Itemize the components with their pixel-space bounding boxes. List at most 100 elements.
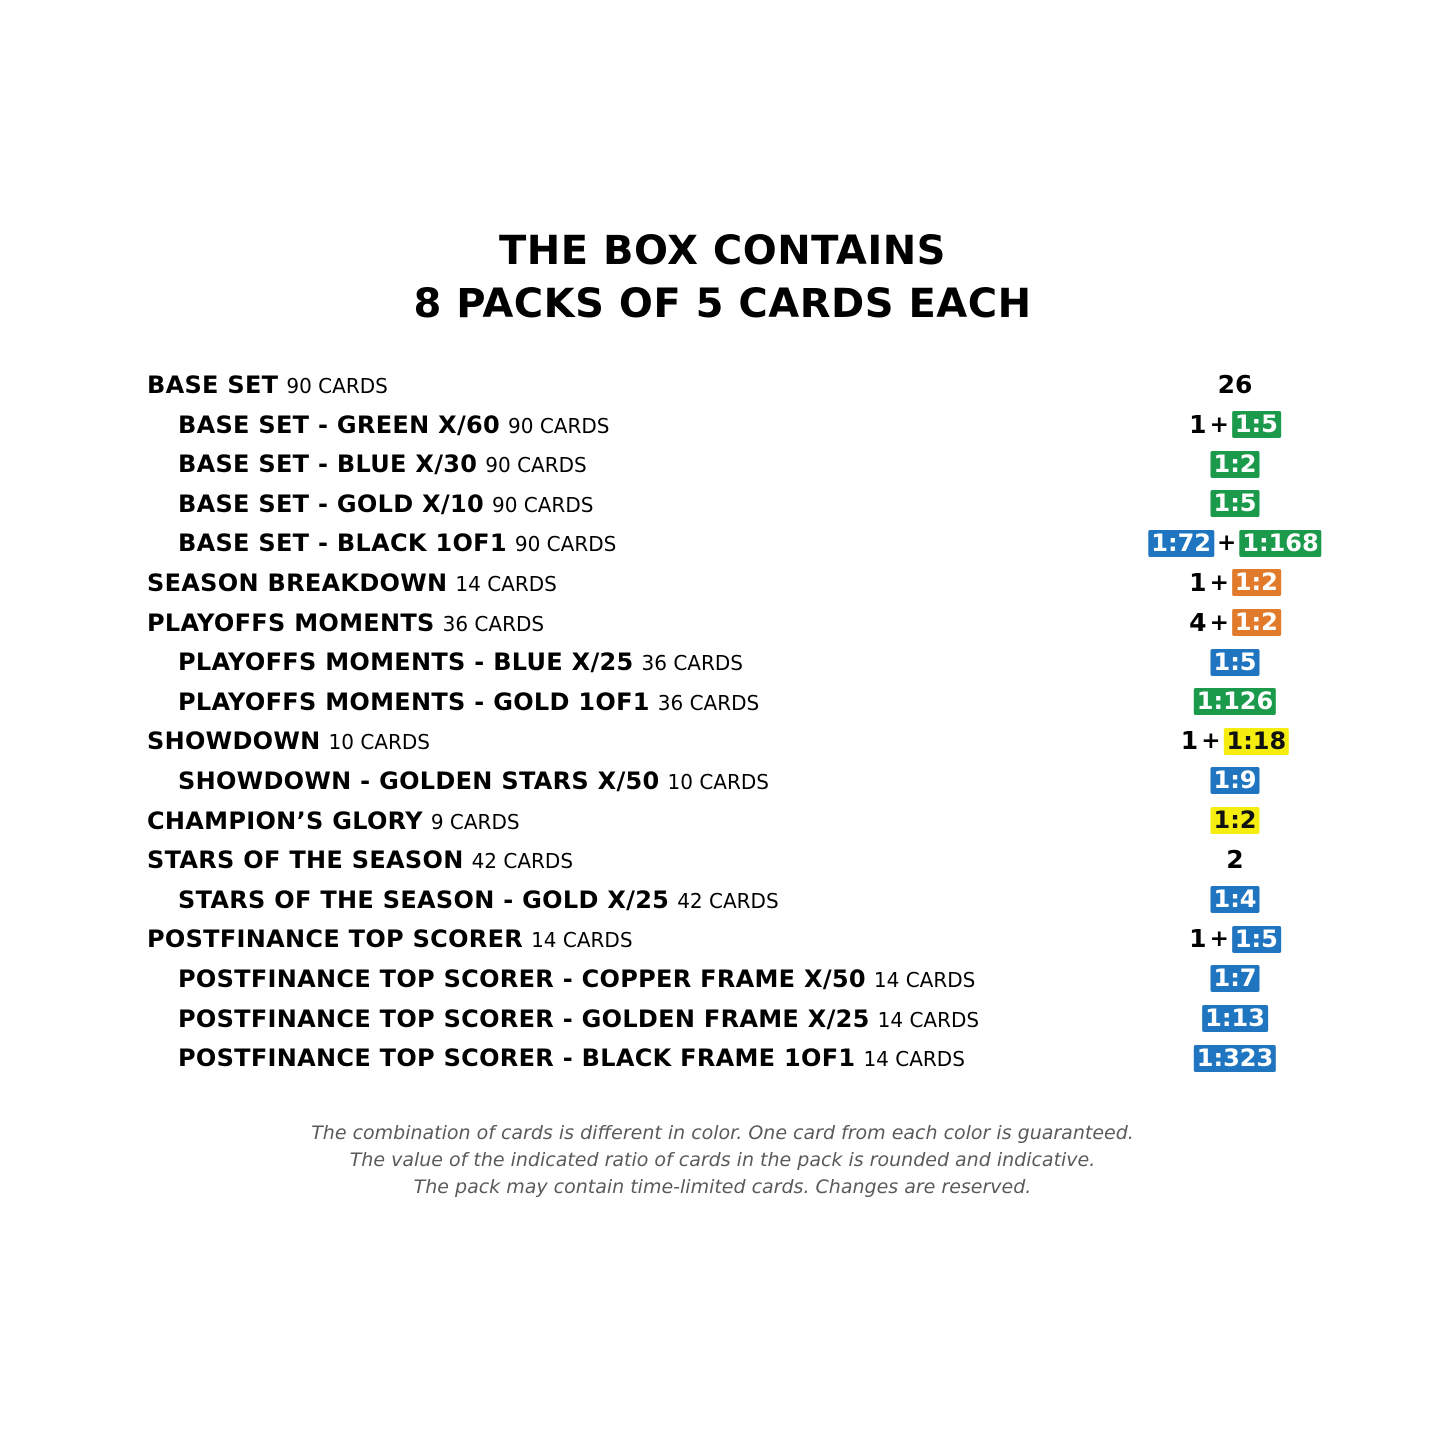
card-count: 14 CARDS [455, 571, 557, 596]
ratio-badge: 1:7 [1210, 965, 1260, 993]
set-title: POSTFINANCE TOP SCORER - BLACK FRAME 1OF… [178, 1044, 856, 1073]
card-count: 36 CARDS [641, 651, 743, 676]
card-row: CHAMPION’S GLORY 9 CARDS 1:2 [0, 802, 1445, 842]
card-row: BASE SET 90 CARDS 26 [0, 366, 1445, 406]
pull-ratio: 4+1:2 [1189, 608, 1281, 638]
pull-ratio: 1:2 [1210, 449, 1260, 479]
set-title: BASE SET - GREEN X/60 [178, 410, 501, 439]
card-count: 14 CARDS [873, 967, 976, 992]
pull-ratio: 1:2 [1210, 806, 1260, 836]
guaranteed-count: 1 [1180, 726, 1199, 756]
guaranteed-count: 1 [1189, 409, 1207, 439]
guaranteed-count: 26 [1217, 370, 1253, 399]
card-variant-name: PLAYOFFS MOMENTS - BLUE X/25 36 CARDS [178, 647, 743, 678]
set-title: POSTFINANCE TOP SCORER - COPPER FRAME X/… [178, 964, 866, 993]
card-set-name: CHAMPION’S GLORY 9 CARDS [147, 806, 520, 837]
guaranteed-count: 2 [1226, 845, 1244, 875]
ratio-badge: 1:18 [1223, 727, 1290, 755]
disclaimer-line-3: The pack may contain time-limited cards.… [413, 1176, 1032, 1198]
plus-sign: + [1217, 530, 1237, 557]
card-row: POSTFINANCE TOP SCORER - BLACK FRAME 1OF… [0, 1039, 1445, 1079]
card-count: 90 CARDS [485, 453, 587, 478]
ratio-badge: 1:13 [1202, 1005, 1268, 1032]
ratio-badge: 1:168 [1239, 529, 1322, 557]
set-title: BASE SET - BLUE X/30 [178, 450, 478, 479]
set-title: POSTFINANCE TOP SCORER - GOLDEN FRAME X/… [178, 1004, 870, 1033]
pull-ratio: 2 [1226, 845, 1243, 875]
card-variant-name: SHOWDOWN - GOLDEN STARS X/50 10 CARDS [178, 766, 769, 797]
guaranteed-count: 1 [1189, 924, 1207, 954]
set-title: BASE SET - GOLD X/10 [178, 489, 484, 518]
set-title: SHOWDOWN - GOLDEN STARS X/50 [178, 766, 660, 795]
title-line-2: 8 PACKS OF 5 CARDS EACH [413, 281, 1032, 327]
card-row: BASE SET - GREEN X/60 90 CARDS 1+1:5 [0, 406, 1445, 446]
card-row: STARS OF THE SEASON - GOLD X/25 42 CARDS 1… [0, 881, 1445, 921]
guaranteed-count: 4 [1189, 607, 1207, 637]
pull-ratio: 1+1:5 [1189, 924, 1281, 954]
pull-ratio: 1+1:5 [1189, 410, 1281, 440]
card-row: BASE SET - BLUE X/30 90 CARDS 1:2 [0, 445, 1445, 485]
ratio-badge: 1:2 [1231, 569, 1281, 597]
plus-sign: + [1201, 728, 1221, 755]
card-variant-name: POSTFINANCE TOP SCORER - BLACK FRAME 1OF… [178, 1043, 965, 1074]
ratio-badge: 1:323 [1193, 1044, 1277, 1072]
card-row: POSTFINANCE TOP SCORER - GOLDEN FRAME X/… [0, 1000, 1445, 1040]
card-row: POSTFINANCE TOP SCORER - COPPER FRAME X/… [0, 960, 1445, 1000]
disclaimer: The combination of cards is different in… [0, 1120, 1445, 1201]
title-line-1: THE BOX CONTAINS [499, 228, 946, 274]
pull-ratio: 1:323 [1193, 1043, 1277, 1073]
set-title: PLAYOFFS MOMENTS - BLUE X/25 [178, 648, 634, 677]
plus-sign: + [1209, 411, 1229, 438]
pull-ratio: 1+1:18 [1180, 726, 1290, 756]
card-variant-name: POSTFINANCE TOP SCORER - COPPER FRAME X/… [178, 964, 975, 995]
card-count: 10 CARDS [328, 730, 430, 755]
set-title: SEASON BREAKDOWN [147, 568, 448, 597]
card-variant-name: BASE SET - BLACK 1OF1 90 CARDS [178, 528, 616, 559]
card-row: SHOWDOWN - GOLDEN STARS X/50 10 CARDS 1:9 [0, 762, 1445, 802]
ratio-badge: 1:5 [1231, 925, 1281, 953]
card-count: 42 CARDS [677, 888, 779, 913]
guaranteed-count: 1 [1189, 567, 1207, 597]
ratio-badge: 1:2 [1210, 807, 1260, 835]
ratio-badge: 1:2 [1210, 450, 1260, 478]
ratio-badge: 1:126 [1193, 688, 1277, 716]
set-title: POSTFINANCE TOP SCORER [147, 925, 524, 954]
card-count: 9 CARDS [430, 809, 520, 834]
card-count: 14 CARDS [863, 1047, 965, 1072]
card-variant-name: POSTFINANCE TOP SCORER - GOLDEN FRAME X/… [178, 1004, 979, 1035]
ratio-badge: 1:2 [1231, 609, 1281, 637]
ratio-badge: 1:9 [1210, 767, 1260, 795]
plus-sign: + [1209, 609, 1229, 636]
plus-sign: + [1209, 569, 1229, 596]
card-count: 14 CARDS [877, 1007, 980, 1032]
pull-ratio: 1:4 [1210, 885, 1260, 915]
set-title: CHAMPION’S GLORY [147, 806, 423, 835]
ratio-badge: 1:5 [1231, 411, 1281, 439]
pull-ratio: 1:7 [1210, 964, 1260, 994]
card-count: 36 CARDS [657, 690, 760, 715]
card-count: 10 CARDS [667, 769, 769, 794]
pull-ratio: 1:5 [1210, 489, 1260, 519]
set-title: SHOWDOWN [147, 727, 321, 756]
card-count: 90 CARDS [514, 532, 617, 557]
set-title: BASE SET [147, 371, 279, 399]
set-title: BASE SET - BLACK 1OF1 [178, 529, 507, 558]
card-set-name: BASE SET 90 CARDS [147, 370, 388, 401]
card-set-name: SEASON BREAKDOWN 14 CARDS [147, 568, 557, 599]
card-count: 90 CARDS [508, 413, 610, 438]
pull-ratio: 1:126 [1193, 687, 1277, 717]
set-title: STARS OF THE SEASON - GOLD X/25 [178, 885, 670, 914]
card-count: 90 CARDS [286, 374, 388, 398]
card-count: 36 CARDS [442, 611, 545, 636]
card-variant-name: STARS OF THE SEASON - GOLD X/25 42 CARDS [178, 885, 779, 916]
